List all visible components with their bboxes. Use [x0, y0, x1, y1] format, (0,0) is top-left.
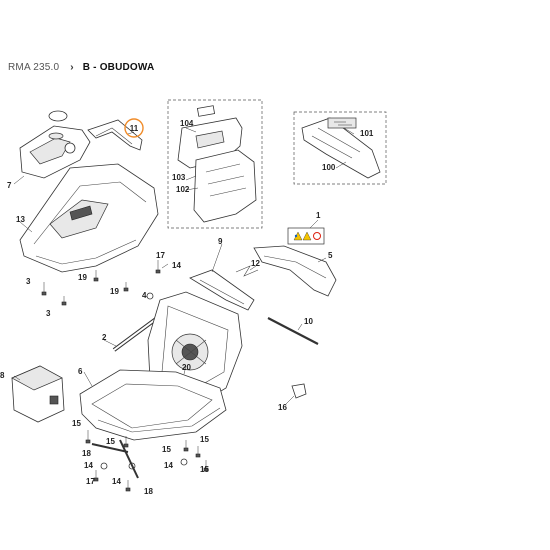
breadcrumb-model[interactable]: RMA 235.0 — [8, 62, 60, 73]
callout-17-lower[interactable]: 17 — [86, 477, 95, 486]
callout-1[interactable]: 1 — [316, 211, 321, 220]
callout-100[interactable]: 100 — [322, 163, 336, 172]
callout-3[interactable]: 3 — [26, 277, 31, 286]
callout-103[interactable]: 103 — [172, 173, 186, 182]
callout-18b[interactable]: 18 — [144, 487, 153, 496]
callout-14[interactable]: 14 — [172, 261, 181, 270]
callout-9[interactable]: 9 — [218, 237, 223, 246]
callout-5[interactable]: 5 — [328, 251, 333, 260]
part-grassbag-top-detail — [177, 105, 257, 223]
callout-14-right[interactable]: 14 — [164, 461, 173, 470]
leader-lines — [13, 127, 355, 405]
part-carry-handle — [87, 119, 143, 151]
callout-13[interactable]: 13 — [16, 215, 25, 224]
callout-15[interactable]: 15 — [72, 419, 81, 428]
callout-7[interactable]: 7 — [7, 181, 12, 190]
callout-15c[interactable]: 15 — [162, 445, 171, 454]
detail-box-grassbag — [167, 99, 263, 229]
callout-6[interactable]: 6 — [78, 367, 83, 376]
highlight-ring-11 — [124, 118, 144, 138]
part-screws-left — [41, 260, 161, 306]
breadcrumb-chevron-icon: › — [70, 62, 74, 73]
part-upper-housing — [19, 163, 159, 273]
callout-labels: 11 104 103 102 101 100 7 13 1 5 9 12 17 … — [0, 118, 374, 496]
part-clip — [291, 383, 307, 399]
callout-19[interactable]: 19 — [78, 273, 87, 282]
callout-16[interactable]: 16 — [278, 403, 287, 412]
callout-19b[interactable]: 19 — [110, 287, 119, 296]
callout-14-lower[interactable]: 14 — [112, 477, 121, 486]
callout-101[interactable]: 101 — [360, 129, 374, 138]
callout-14b[interactable]: 14 — [84, 461, 93, 470]
callout-8[interactable]: 8 — [0, 371, 5, 380]
callout-15b[interactable]: 15 — [106, 437, 115, 446]
callout-20[interactable]: 20 — [182, 363, 191, 372]
callout-104[interactable]: 104 — [180, 119, 194, 128]
part-mower-deck — [79, 369, 227, 441]
callout-17[interactable]: 17 — [156, 251, 165, 260]
breadcrumb-section: B - OBUDOWA — [82, 62, 155, 73]
callout-15-right[interactable]: 15 — [200, 465, 209, 474]
callout-11[interactable]: 11 — [130, 124, 139, 133]
callout-10[interactable]: 10 — [304, 317, 313, 326]
part-spring — [235, 265, 259, 277]
part-fasteners-lower — [85, 430, 209, 492]
callout-3b[interactable]: 3 — [46, 309, 51, 318]
part-rear-flap-detail — [301, 117, 381, 179]
part-rod — [267, 317, 319, 345]
part-top-cover — [19, 110, 91, 179]
callout-2[interactable]: 2 — [102, 333, 107, 342]
part-rear-flap — [253, 245, 337, 297]
part-warning-label — [287, 227, 325, 245]
part-rear-rail — [189, 269, 255, 311]
part-battery — [11, 365, 65, 423]
detail-box-flap — [293, 111, 387, 185]
callout-102[interactable]: 102 — [176, 185, 190, 194]
callout-12[interactable]: 12 — [251, 259, 260, 268]
callout-4[interactable]: 4 — [142, 291, 147, 300]
callout-15d[interactable]: 15 — [200, 435, 209, 444]
callout-18[interactable]: 18 — [82, 449, 91, 458]
breadcrumb: RMA 235.0 › B - OBUDOWA — [8, 62, 154, 73]
